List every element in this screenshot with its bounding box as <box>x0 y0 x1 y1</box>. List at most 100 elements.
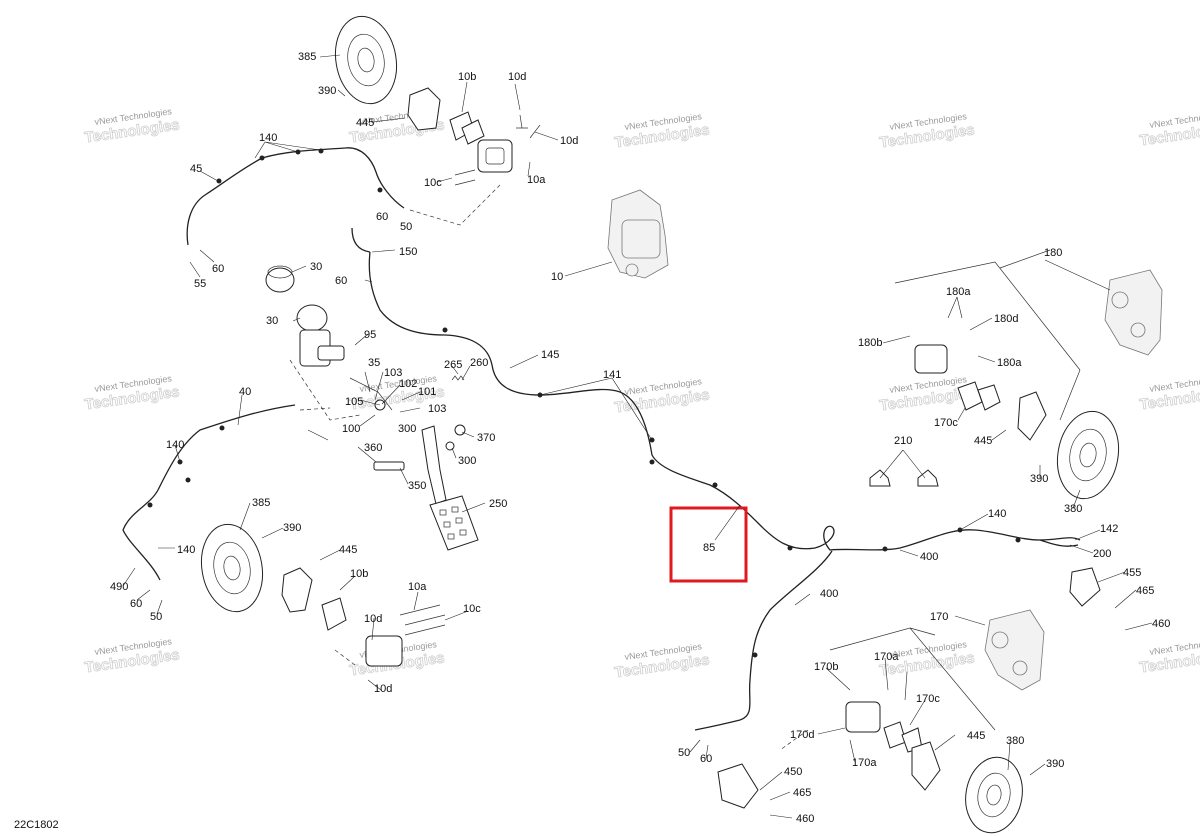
callout-10c: 10c <box>463 603 481 615</box>
callout-labels: 385 390 445 10b 10d 10d 10c 10a 140 45 6… <box>110 51 1170 825</box>
callout-100: 100 <box>342 423 360 435</box>
callout-170a: 170a <box>852 757 877 769</box>
callout-170d: 170d <box>790 729 814 741</box>
spring-265 <box>451 375 465 381</box>
caliper-10 <box>607 189 669 279</box>
watermark: vNext Technologies Technologies <box>83 636 181 677</box>
watermark: vNext Technologies Technologies <box>1138 373 1200 414</box>
callout-103: 103 <box>384 367 402 379</box>
caliper-assembly-180 <box>914 344 948 374</box>
callout-60: 60 <box>335 275 347 287</box>
callout-10d: 10d <box>374 683 392 695</box>
watermark: vNext Technologies Technologies <box>1138 636 1200 677</box>
callout-450: 450 <box>784 766 802 778</box>
brake-disc-385 <box>334 15 398 105</box>
callout-85: 85 <box>703 542 715 554</box>
callout-210: 210 <box>894 435 912 447</box>
callout-10c: 10c <box>424 177 442 189</box>
master-cylinder-30 <box>296 304 345 367</box>
callout-445: 445 <box>974 435 992 447</box>
watermark: vNext Technologies Technologies <box>613 641 711 682</box>
pivot-bolt-360 <box>373 461 405 471</box>
callout-250: 250 <box>489 498 507 510</box>
callout-105: 105 <box>345 396 363 408</box>
caliper-bracket-445-b <box>281 567 313 613</box>
callout-400: 400 <box>920 551 938 563</box>
callout-10d: 10d <box>560 135 578 147</box>
callout-170b: 170b <box>814 661 838 673</box>
callout-140: 140 <box>166 439 184 451</box>
callout-300: 300 <box>458 455 476 467</box>
callout-35: 35 <box>368 357 380 369</box>
callout-140: 140 <box>177 544 195 556</box>
callout-101: 101 <box>418 386 436 398</box>
callout-60: 60 <box>376 211 388 223</box>
callout-102: 102 <box>399 378 417 390</box>
callout-30: 30 <box>310 261 322 273</box>
brake-pads-170c <box>957 381 983 411</box>
callout-50: 50 <box>150 611 162 623</box>
callout-445: 445 <box>339 544 357 556</box>
callout-170c: 170c <box>934 417 958 429</box>
callout-390: 390 <box>283 522 301 534</box>
callout-140: 140 <box>259 132 277 144</box>
callout-180d: 180d <box>994 313 1018 325</box>
callout-60: 60 <box>212 263 224 275</box>
rear-right-corner <box>869 249 1163 607</box>
leader-lines <box>122 54 1153 819</box>
callout-141: 141 <box>603 369 621 381</box>
watermark: vNext Technologies Technologies <box>878 111 976 152</box>
callout-60: 60 <box>130 598 142 610</box>
watermark: vNext Technologies Technologies <box>83 373 181 414</box>
callout-180: 180 <box>1044 247 1062 259</box>
bracket-455 <box>1069 567 1101 607</box>
caliper-170 <box>984 609 1045 691</box>
callout-385: 385 <box>252 497 270 509</box>
brake-lines <box>122 147 1081 731</box>
callout-10a: 10a <box>408 581 427 593</box>
callout-390: 390 <box>1046 758 1064 770</box>
callout-490: 490 <box>110 581 128 593</box>
callout-45: 45 <box>190 163 202 175</box>
callout-10d: 10d <box>508 71 526 83</box>
rear-brake-line <box>694 550 833 731</box>
callout-140: 140 <box>988 508 1006 520</box>
callout-10: 10 <box>551 271 563 283</box>
callout-460: 460 <box>1152 618 1170 630</box>
front-left-corner <box>334 15 541 186</box>
highlight-box[interactable] <box>669 506 748 583</box>
pedal-250 <box>421 425 479 551</box>
brake-disc-380-b <box>965 756 1023 834</box>
brake-disc-380 <box>1056 410 1120 500</box>
callout-95: 95 <box>364 329 376 341</box>
bushing-370 <box>454 424 466 436</box>
callout-50: 50 <box>400 221 412 233</box>
front-right-brake-line <box>122 404 296 581</box>
caliper-assembly-b <box>365 635 403 667</box>
rear-right-brake-line <box>1039 539 1079 547</box>
callout-445: 445 <box>356 117 374 129</box>
callout-145: 145 <box>541 349 559 361</box>
callout-10b: 10b <box>458 71 476 83</box>
caliper-bracket-445-c <box>1017 391 1047 441</box>
callout-150: 150 <box>399 246 417 258</box>
callout-265: 265 <box>444 359 462 371</box>
caliper-assembly-170 <box>845 701 881 733</box>
callout-50: 50 <box>678 747 690 759</box>
highlight-callout-85[interactable]: 85 <box>669 504 748 583</box>
brake-pads-10b-b <box>321 597 347 631</box>
brake-pads-10b <box>449 111 485 145</box>
callout-260: 260 <box>470 357 488 369</box>
callout-30: 30 <box>266 315 278 327</box>
callout-350: 350 <box>408 480 426 492</box>
callout-465: 465 <box>793 787 811 799</box>
callout-400: 400 <box>820 588 838 600</box>
callout-465: 465 <box>1136 585 1154 597</box>
master-cylinder-area <box>265 265 479 551</box>
callout-10a: 10a <box>527 174 546 186</box>
brake-disc-385-b <box>200 523 264 613</box>
callout-385: 385 <box>298 51 316 63</box>
caliper-assembly <box>477 139 513 173</box>
rear-left-corner <box>717 609 1045 834</box>
